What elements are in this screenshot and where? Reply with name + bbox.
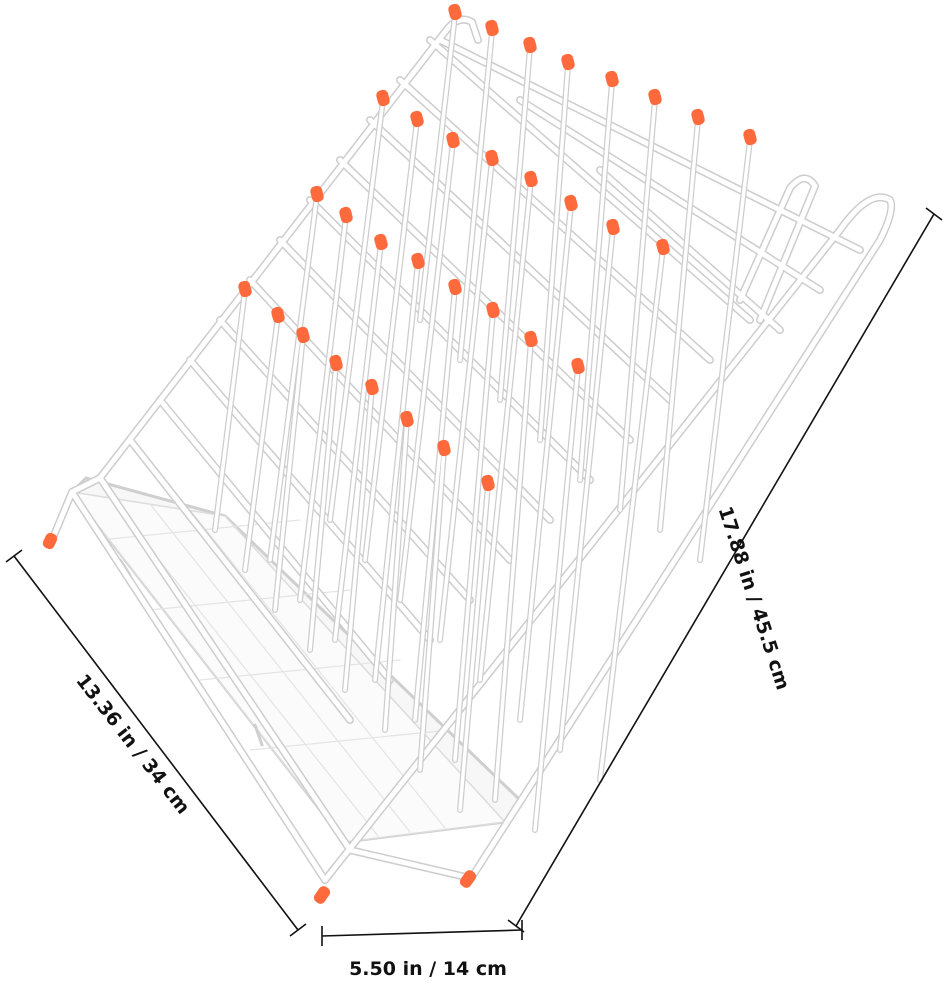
width-dimension-label: 5.50 in / 14 cm — [349, 958, 507, 980]
drip-tray — [70, 476, 522, 844]
divider-wires — [213, 13, 752, 832]
dimension-lines — [5, 207, 943, 946]
rack-frame-shadow — [48, 15, 896, 884]
height-dimension-label: 17.88 in / 45.5 cm — [714, 504, 794, 693]
depth-dimension-label: 13.36 in / 34 cm — [71, 670, 194, 818]
drying-rack — [42, 3, 896, 904]
end-caps — [42, 3, 757, 904]
